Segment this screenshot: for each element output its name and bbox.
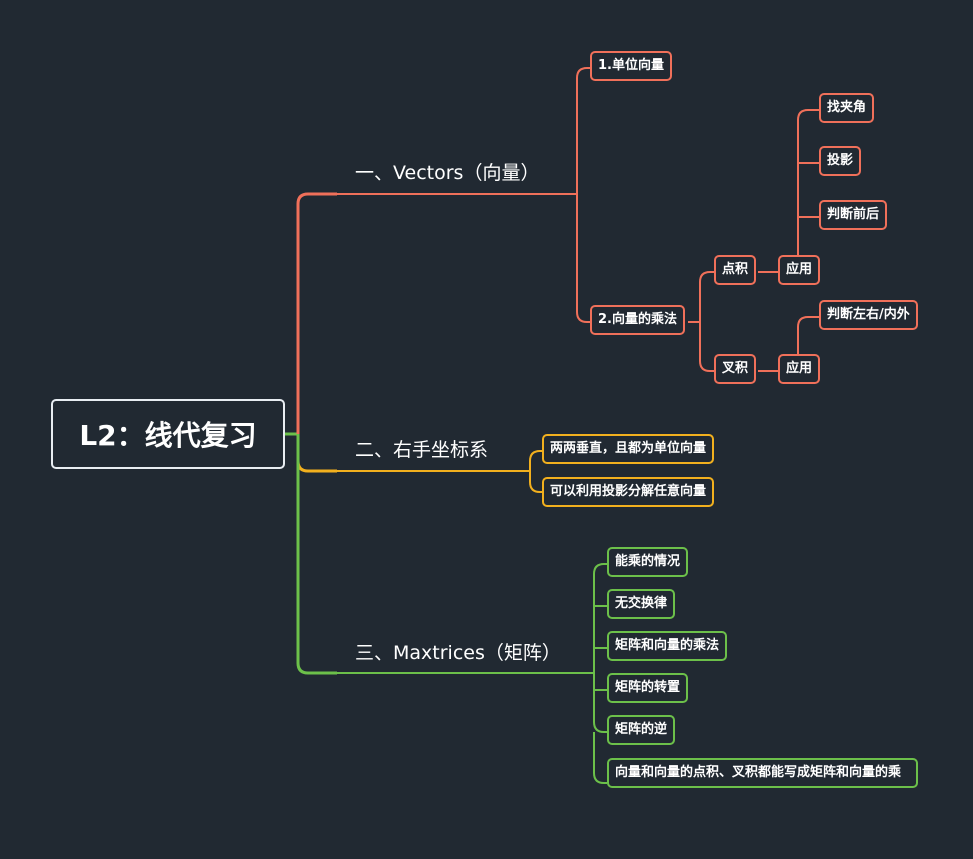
node-unit-vector[interactable]: 1.单位向量 <box>590 51 672 81</box>
node-matrix-item-3[interactable]: 矩阵和向量的乘法 <box>607 631 728 661</box>
node-cross-product[interactable]: 叉积 <box>714 354 757 384</box>
node-cross-application[interactable]: 应用 <box>778 354 821 384</box>
node-dot-application[interactable]: 应用 <box>778 255 821 285</box>
node-left-right-inside-outside[interactable]: 判断左右/内外 <box>819 300 918 330</box>
node-matrix-item-1[interactable]: 能乘的情况 <box>607 547 689 577</box>
root-node[interactable]: L2：线代复习 <box>51 399 285 469</box>
branch-vectors[interactable]: 一、Vectors（向量） <box>355 162 540 184</box>
node-matrix-item-5[interactable]: 矩阵的逆 <box>607 715 676 745</box>
root-title: L2：线代复习 <box>79 419 257 452</box>
node-rhs-item-1[interactable]: 两两垂直，且都为单位向量 <box>542 434 715 464</box>
node-vector-multiplication[interactable]: 2.向量的乘法 <box>590 305 685 335</box>
node-matrix-item-2[interactable]: 无交换律 <box>607 589 676 619</box>
node-rhs-item-2[interactable]: 可以利用投影分解任意向量 <box>542 477 715 507</box>
node-projection[interactable]: 投影 <box>819 146 862 176</box>
node-matrix-item-6[interactable]: 向量和向量的点积、叉积都能写成矩阵和向量的乘 <box>607 758 918 788</box>
node-front-back[interactable]: 判断前后 <box>819 200 888 230</box>
node-find-angle[interactable]: 找夹角 <box>819 93 875 123</box>
branch-matrices[interactable]: 三、Maxtrices（矩阵） <box>355 642 561 664</box>
branch-right-hand-system[interactable]: 二、右手坐标系 <box>355 439 489 461</box>
node-matrix-item-4[interactable]: 矩阵的转置 <box>607 673 689 703</box>
node-dot-product[interactable]: 点积 <box>714 255 757 285</box>
